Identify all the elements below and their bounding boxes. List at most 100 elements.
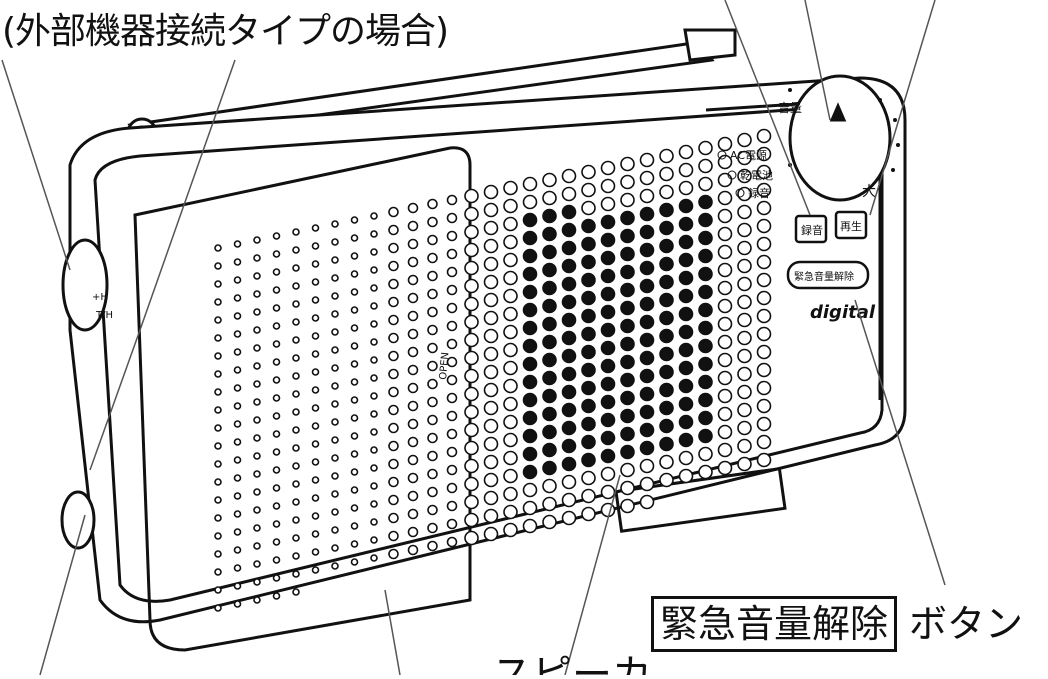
grille-hole [542, 172, 557, 188]
grille-hole [639, 476, 655, 492]
speaker-hole-filled [620, 390, 635, 406]
grille-hole [407, 292, 419, 304]
grille-hole [483, 346, 499, 362]
grille-hole [503, 468, 518, 484]
grille-hole [717, 280, 733, 296]
grille-hole [350, 270, 359, 278]
grille-hole [483, 328, 499, 344]
grille-hole [503, 450, 518, 466]
grille-hole [311, 242, 320, 250]
grille-hole [717, 298, 733, 314]
speaker-hole-filled [600, 412, 616, 428]
grille-hole [717, 172, 733, 188]
grille-hole [503, 360, 518, 376]
speaker-hole-filled [600, 250, 616, 266]
speaker-hole-filled [639, 296, 655, 312]
grille-hole [370, 410, 378, 418]
grille-hole [464, 188, 479, 204]
grille-hole [331, 472, 339, 480]
grille-hole [678, 162, 694, 178]
svg-text:OPEN: OPEN [438, 352, 451, 381]
grille-hole [331, 562, 339, 570]
grille-hole [446, 212, 458, 224]
speaker-hole-filled [698, 302, 713, 318]
speaker-hole-filled [678, 342, 694, 358]
grille-hole [427, 378, 438, 390]
grille-hole [446, 266, 458, 278]
speaker-hole-filled [561, 348, 577, 364]
grille-hole [272, 466, 281, 474]
grille-hole [331, 436, 339, 444]
grille-hole [331, 292, 339, 300]
grille-hole [542, 478, 557, 494]
speaker-hole-filled [581, 416, 596, 432]
grille-hole [407, 274, 419, 286]
grille-hole [370, 248, 378, 256]
grille-hole [756, 254, 772, 270]
grille-hole [253, 488, 261, 496]
grille-hole [483, 526, 499, 542]
grille-hole [370, 338, 378, 346]
grille-hole [503, 216, 518, 232]
grille-hole [253, 452, 261, 460]
speaker-hole-filled [600, 358, 616, 374]
grille-hole [331, 526, 339, 534]
grille-hole [737, 438, 752, 454]
speaker-hole-filled [561, 276, 577, 292]
record-button-label: 録音 [801, 223, 823, 237]
speaker-hole-filled [639, 278, 655, 294]
grille-hole [737, 258, 752, 274]
grille-hole [639, 152, 655, 168]
grille-hole [331, 220, 339, 228]
grille-hole [331, 508, 339, 516]
speaker-grille [214, 128, 772, 612]
speaker-hole-filled [600, 304, 616, 320]
grille-hole [561, 474, 577, 490]
grille-hole [331, 400, 339, 408]
grille-hole [292, 228, 300, 236]
grille-hole [370, 500, 378, 508]
grille-hole [253, 506, 261, 514]
grille-hole [214, 352, 222, 360]
grille-hole [253, 362, 261, 370]
grille-hole [272, 556, 281, 564]
grille-hole [388, 476, 399, 488]
grille-hole [737, 132, 752, 148]
grille-hole [214, 280, 222, 288]
grille-hole [233, 546, 242, 554]
grille-hole [522, 194, 538, 210]
speaker-hole-filled [698, 428, 713, 444]
grille-hole [272, 286, 281, 294]
grille-hole [311, 458, 320, 466]
grille-hole [483, 508, 499, 524]
grille-hole [311, 332, 320, 340]
speaker-hole-filled [581, 272, 596, 288]
grille-hole [581, 200, 596, 216]
speaker-hole-filled [600, 232, 616, 248]
grille-hole [350, 522, 359, 530]
grille-hole [331, 274, 339, 282]
speaker-hole-filled [620, 282, 635, 298]
speaker-hole-filled [600, 268, 616, 284]
grille-hole [600, 466, 616, 482]
speaker-hole-filled [698, 212, 713, 228]
speaker-hole-filled [522, 212, 538, 228]
grille-hole [639, 494, 655, 510]
grille-hole [214, 370, 222, 378]
grille-hole [233, 600, 242, 608]
grille-hole [427, 486, 438, 498]
grille-hole [253, 416, 261, 424]
grille-hole [214, 442, 222, 450]
grille-hole [272, 304, 281, 312]
grille-hole [370, 302, 378, 310]
grille-hole [407, 220, 419, 232]
grille-hole [388, 260, 399, 272]
grille-hole [214, 604, 222, 612]
grille-hole [737, 276, 752, 292]
grille-hole [253, 236, 261, 244]
grille-hole [756, 452, 772, 468]
grille-hole [446, 302, 458, 314]
grille-hole [407, 454, 419, 466]
grille-hole [407, 310, 419, 322]
speaker-hole-filled [522, 266, 538, 282]
